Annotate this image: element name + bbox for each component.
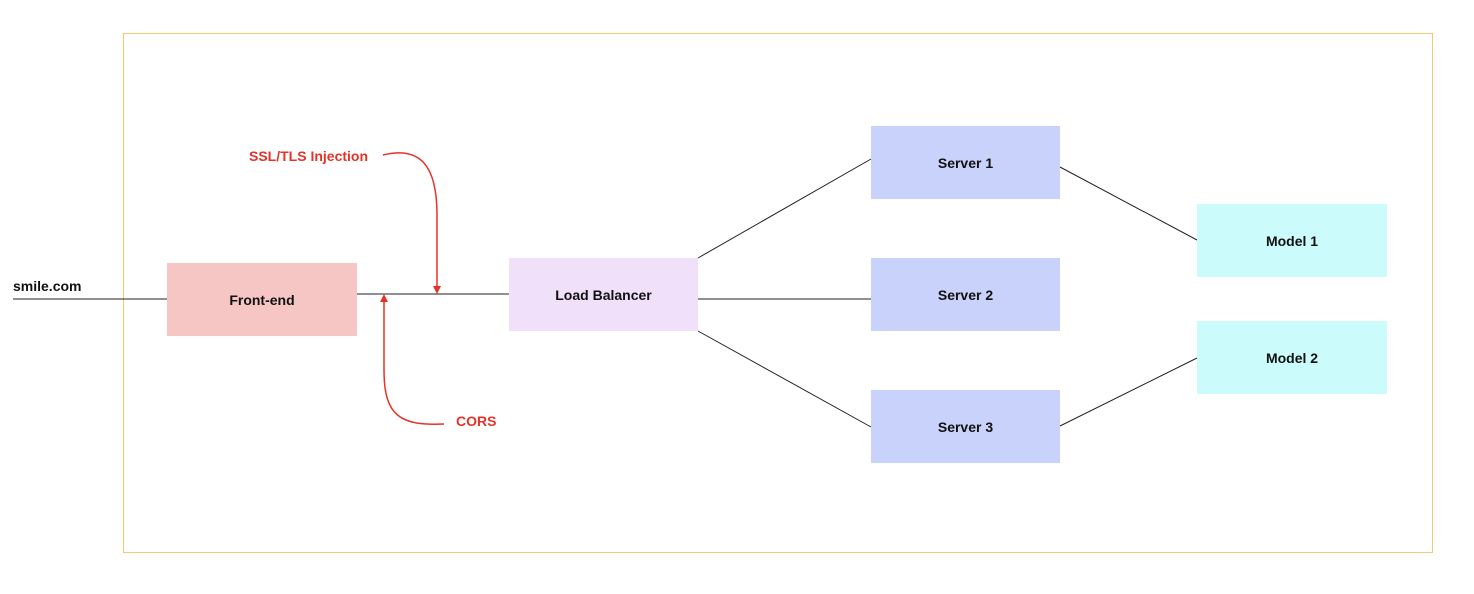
model2-node-label: Model 2: [1265, 349, 1319, 366]
frontend-node[interactable]: Front-end: [167, 263, 357, 336]
edge-server3-to-model2: [1059, 357, 1198, 427]
entry-domain-label: smile.com: [13, 278, 82, 294]
model2-node[interactable]: Model 2: [1197, 321, 1387, 394]
model1-node[interactable]: Model 1: [1197, 204, 1387, 277]
cors-annotation-label: CORS: [456, 413, 497, 429]
cors-annotation-arrow: [380, 294, 445, 425]
server3-node[interactable]: Server 3: [871, 390, 1060, 463]
ssl-annotation-label: SSL/TLS Injection: [249, 148, 369, 164]
edge-load-balancer-to-server3: [697, 330, 872, 428]
load-balancer-node-label: Load Balancer: [555, 286, 652, 303]
load-balancer-node[interactable]: Load Balancer: [509, 258, 698, 331]
edge-server1-to-model1: [1059, 166, 1198, 241]
server2-node[interactable]: Server 2: [871, 258, 1060, 331]
server2-node-label: Server 2: [937, 286, 994, 303]
frontend-node-label: Front-end: [229, 291, 295, 308]
model1-node-label: Model 1: [1265, 232, 1319, 249]
server3-node-label: Server 3: [937, 418, 994, 435]
server1-node-label: Server 1: [937, 154, 994, 171]
system-boundary-frame: [123, 33, 1433, 553]
edge-load-balancer-to-server1: [697, 158, 872, 259]
ssl-annotation-arrow: [382, 152, 441, 294]
server1-node[interactable]: Server 1: [871, 126, 1060, 199]
